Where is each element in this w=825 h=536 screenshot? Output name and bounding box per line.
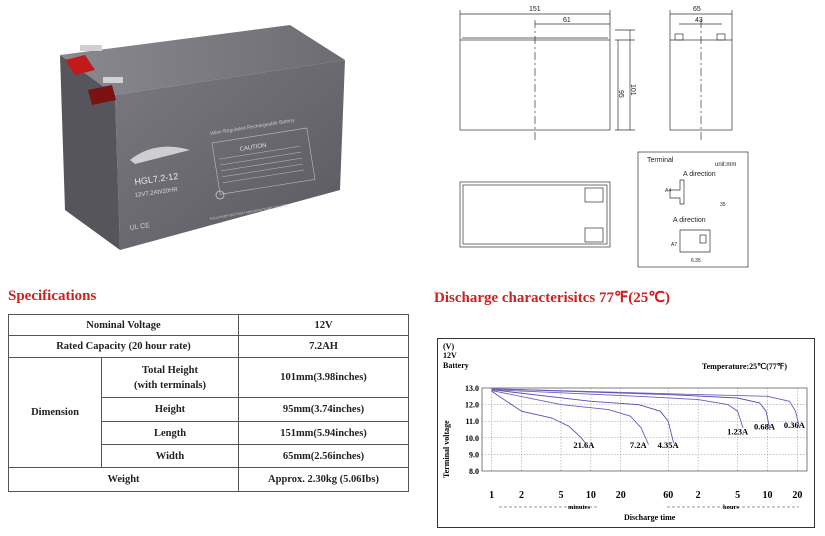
temperature-annotation: Temperature:25℃(77℉) xyxy=(702,362,787,371)
x-group-minutes: minutes xyxy=(568,504,591,511)
x-group-hours: hours xyxy=(723,504,739,511)
dim-front-total: 101 xyxy=(629,84,636,96)
total-height-label: Total Height (with terminals) xyxy=(101,357,239,398)
dimension-label: Dimension xyxy=(8,357,102,468)
series-label: 0.36A xyxy=(784,420,806,430)
positive-terminal xyxy=(65,55,95,75)
x-tick-label: 5 xyxy=(559,490,564,501)
x-tick-label: 60 xyxy=(663,490,673,501)
x-axis-label: Discharge time xyxy=(624,513,676,522)
specifications-table: Nominal Voltage 12V Rated Capacity (20 h… xyxy=(8,314,409,492)
brand-logo xyxy=(130,146,190,164)
battery-photo: HGL7.2-12 12V7.2Ah/20HR Valve Regulated … xyxy=(60,25,345,250)
x-tick-label: 20 xyxy=(616,490,626,501)
series-line-0-68A xyxy=(491,388,771,428)
series-label: 7.2A xyxy=(630,440,648,450)
y-axis-label: Terminal voltage xyxy=(442,420,451,478)
table-row: Height 95mm(3.74inches) xyxy=(9,397,409,422)
x-tick-label: 2 xyxy=(696,490,701,501)
table-row: Width 65mm(2.56inches) xyxy=(9,444,409,468)
series-label: 0.68A xyxy=(754,422,776,432)
series-line-4-35A xyxy=(491,389,675,443)
height-value: 95mm(3.74inches) xyxy=(238,397,409,422)
dim-front-offset: 61 xyxy=(563,17,571,24)
y-tick-labels: 13.0 12.0 11.0 10.0 9.0 8.0 xyxy=(465,384,479,476)
y-tick-label: 9.0 xyxy=(469,450,479,459)
chart-grid xyxy=(481,387,808,472)
series-line-7-2A xyxy=(491,390,649,445)
dim-front-width: 151 xyxy=(529,6,541,13)
y-unit-label: (V) xyxy=(443,342,454,351)
width-value: 65mm(2.56inches) xyxy=(238,444,409,468)
y-tick-label: 13.0 xyxy=(465,384,479,393)
series-labels: 21.6A 7.2A 4.35A 1.23A 0.68A 0.36A xyxy=(573,420,805,450)
x-tick-labels: 1 2 5 10 20 60 2 5 10 20 xyxy=(489,490,802,501)
y-tick-label: 10.0 xyxy=(465,434,479,443)
table-row: Dimension Total Height (with terminals) … xyxy=(8,357,409,468)
top-view xyxy=(459,181,611,248)
dim-side-width: 65 xyxy=(693,6,701,13)
table-row: Weight Approx. 2.30kg (5.06Ibs) xyxy=(8,467,409,492)
dim-b: 35 xyxy=(720,202,726,208)
rated-capacity-label: Rated Capacity (20 hour rate) xyxy=(8,335,239,358)
terminal-detail xyxy=(637,151,749,268)
terminal-title: Terminal xyxy=(647,157,674,164)
dim-a: A4 xyxy=(665,188,671,194)
weight-label: Weight xyxy=(8,467,239,492)
dim-front-height: 95 xyxy=(617,90,624,98)
length-value: 151mm(5.94inches) xyxy=(238,421,409,445)
x-tick-label: 10 xyxy=(762,490,772,501)
width-label: Width xyxy=(101,444,239,468)
series-line-21-6A xyxy=(491,390,587,445)
total-height-label-line2: (with terminals) xyxy=(133,379,207,391)
total-height-value: 101mm(3.98inches) xyxy=(238,357,409,398)
caution-label: CAUTION xyxy=(239,143,267,153)
x-tick-label: 2 xyxy=(519,490,524,501)
length-label: Length xyxy=(101,421,239,445)
series-line-1-23A xyxy=(491,389,744,428)
x-tick-label: 5 xyxy=(735,490,740,501)
table-row: Rated Capacity (20 hour rate) 7.2AH xyxy=(8,335,409,358)
y-sub-label-2: Battery xyxy=(443,361,469,370)
series-line-0-36A xyxy=(491,388,800,427)
discharge-heading: Discharge characterisitcs 77℉(25℃) xyxy=(434,290,671,306)
total-height-label-line1: Total Height xyxy=(142,364,198,376)
nominal-voltage-label: Nominal Voltage xyxy=(8,314,239,336)
dim-c: A7 xyxy=(671,242,677,248)
y-sub-label-1: 12V xyxy=(443,351,457,360)
discharge-chart: (V) 12V Battery Temperature:25℃(77℉) Ter… xyxy=(437,338,815,528)
y-tick-label: 12.0 xyxy=(465,401,479,410)
weight-value: Approx. 2.30kg (5.06Ibs) xyxy=(238,467,409,492)
series-label: 4.35A xyxy=(658,440,680,450)
chart-frame xyxy=(437,338,815,528)
rated-capacity-value: 7.2AH xyxy=(238,335,409,358)
series-label: 1.23A xyxy=(727,426,749,436)
x-tick-label: 10 xyxy=(586,490,596,501)
series-label: 21.6A xyxy=(573,440,595,450)
table-row: Nominal Voltage 12V xyxy=(8,314,409,336)
recycle-icon xyxy=(215,190,225,200)
a-direction-2: A direction xyxy=(673,217,706,224)
dimension-drawings: 151 61 95 101 65 43 Terminal unit:mm A d… xyxy=(459,6,749,268)
dim-side-inner: 43 xyxy=(695,17,703,24)
y-tick-label: 8.0 xyxy=(469,467,479,476)
a-direction-1: A direction xyxy=(683,171,716,178)
x-tick-label: 1 xyxy=(489,490,494,501)
terminal-unit: unit:mm xyxy=(715,162,736,168)
cert-icon: UL CE xyxy=(129,222,150,232)
dim-d: 6.35 xyxy=(691,258,701,264)
height-label: Height xyxy=(101,397,239,422)
y-tick-label: 11.0 xyxy=(465,417,479,426)
table-row: Length 151mm(5.94inches) xyxy=(9,421,409,445)
x-tick-label: 20 xyxy=(792,490,802,501)
specifications-heading: Specifications xyxy=(8,288,97,304)
nominal-voltage-value: 12V xyxy=(238,314,409,336)
chart-series xyxy=(491,388,800,445)
